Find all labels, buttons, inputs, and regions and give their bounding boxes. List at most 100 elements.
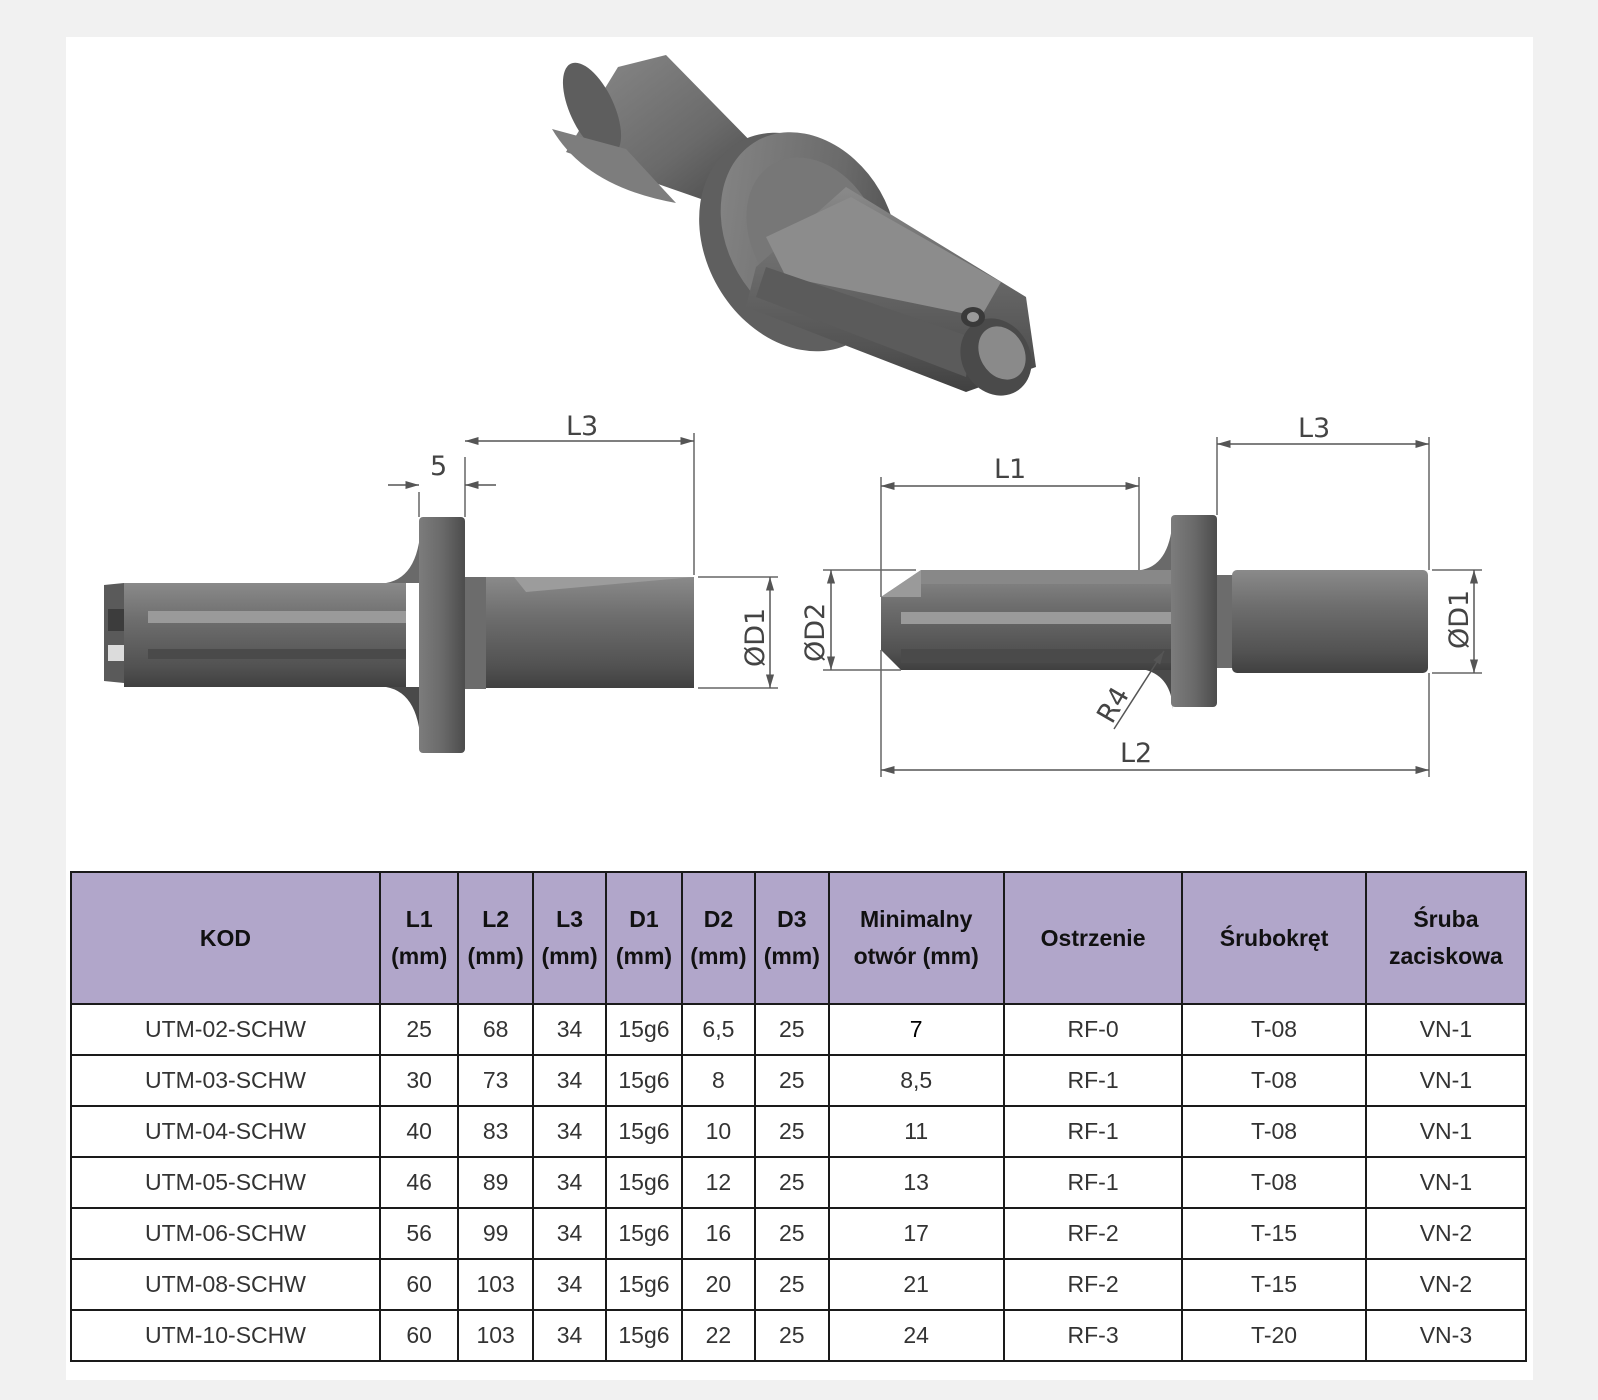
drawings-svg: L3 5 ØD1 [104, 55, 1482, 777]
cell-clamp-screw: VN-3 [1364, 1309, 1528, 1362]
cell-clamp-screw: VN-1 [1364, 1105, 1528, 1158]
dim-l3-right: L3 [1298, 413, 1330, 444]
cell-min-hole: 13 [827, 1156, 1005, 1209]
header-d3: D3(mm) [754, 871, 830, 1005]
cell-l1: 60 [378, 1309, 460, 1362]
cell-d1: 15g6 [605, 1003, 683, 1056]
cell-l2: 99 [457, 1207, 534, 1260]
cell-min-hole: 11 [827, 1105, 1005, 1158]
cell-l1: 56 [378, 1207, 460, 1260]
cell-l2: 103 [457, 1258, 534, 1311]
cell-kod: UTM-05-SCHW [70, 1156, 381, 1209]
cell-l1: 40 [378, 1105, 460, 1158]
cell-d3: 25 [754, 1309, 830, 1362]
spec-sheet: L3 5 ØD1 [66, 37, 1533, 1380]
dim-l1: L1 [994, 454, 1026, 485]
cell-l1: 60 [378, 1258, 460, 1311]
cell-screwdriver: T-20 [1181, 1309, 1367, 1362]
cell-l3: 34 [531, 1105, 608, 1158]
cell-l3: 34 [531, 1207, 608, 1260]
cell-d1: 15g6 [605, 1054, 683, 1107]
cell-d3: 25 [754, 1105, 830, 1158]
cell-l2: 89 [457, 1156, 534, 1209]
header-l1: L1(mm) [378, 871, 460, 1005]
isometric-view [552, 55, 1036, 396]
cell-d1: 15g6 [605, 1105, 683, 1158]
cell-l1: 46 [378, 1156, 460, 1209]
side-view-left: L3 5 ØD1 [104, 411, 778, 753]
header-d1: D1(mm) [605, 871, 683, 1005]
spec-table: KOD L1(mm) L2(mm) L3(mm) D1(mm) D2(mm) D… [70, 871, 1528, 1362]
cell-d3: 25 [754, 1156, 830, 1209]
cell-d2: 10 [680, 1105, 757, 1158]
cell-screwdriver: T-15 [1181, 1258, 1367, 1311]
cell-d1: 15g6 [605, 1156, 683, 1209]
cell-kod: UTM-02-SCHW [70, 1003, 381, 1056]
cell-sharpening: RF-0 [1002, 1003, 1184, 1056]
cell-kod: UTM-10-SCHW [70, 1309, 381, 1362]
cell-kod: UTM-03-SCHW [70, 1054, 381, 1107]
cell-d2: 8 [680, 1054, 757, 1107]
cell-sharpening: RF-2 [1002, 1207, 1184, 1260]
dim-d2: ØD2 [800, 603, 831, 662]
cell-l3: 34 [531, 1309, 608, 1362]
cell-d1: 15g6 [605, 1258, 683, 1311]
cell-d2: 16 [680, 1207, 757, 1260]
cell-clamp-screw: VN-1 [1364, 1003, 1528, 1056]
cell-l3: 34 [531, 1156, 608, 1209]
cell-screwdriver: T-08 [1181, 1003, 1367, 1056]
header-sharpening: Ostrzenie [1002, 871, 1184, 1005]
cell-d3: 25 [754, 1207, 830, 1260]
header-screwdriver: Śrubokręt [1181, 871, 1367, 1005]
dim-5: 5 [430, 451, 447, 482]
dim-d1-right: ØD1 [1444, 590, 1475, 649]
header-kod: KOD [70, 871, 381, 1005]
cell-d3: 25 [754, 1003, 830, 1056]
cell-d1: 15g6 [605, 1309, 683, 1362]
side-view-right: L1 L3 L2 ØD2 ØD1 R4 [800, 413, 1482, 777]
header-l3: L3(mm) [531, 871, 608, 1005]
cell-sharpening: RF-1 [1002, 1105, 1184, 1158]
cell-d1: 15g6 [605, 1207, 683, 1260]
header-l2: L2(mm) [457, 871, 534, 1005]
cell-l3: 34 [531, 1054, 608, 1107]
cell-min-hole: 8,5 [827, 1054, 1005, 1107]
cell-kod: UTM-08-SCHW [70, 1258, 381, 1311]
cell-l2: 68 [457, 1003, 534, 1056]
cell-screwdriver: T-08 [1181, 1054, 1367, 1107]
cell-screwdriver: T-08 [1181, 1105, 1367, 1158]
cell-clamp-screw: VN-1 [1364, 1156, 1528, 1209]
cell-l2: 83 [457, 1105, 534, 1158]
cell-min-hole: 24 [827, 1309, 1005, 1362]
cell-sharpening: RF-1 [1002, 1156, 1184, 1209]
cell-kod: UTM-06-SCHW [70, 1207, 381, 1260]
dim-r4: R4 [1091, 682, 1136, 729]
cell-clamp-screw: VN-2 [1364, 1207, 1528, 1260]
cell-clamp-screw: VN-1 [1364, 1054, 1528, 1107]
cell-sharpening: RF-3 [1002, 1309, 1184, 1362]
cell-sharpening: RF-2 [1002, 1258, 1184, 1311]
cell-screwdriver: T-08 [1181, 1156, 1367, 1209]
dim-l3-left: L3 [566, 411, 598, 442]
cell-l3: 34 [531, 1003, 608, 1056]
header-d2: D2(mm) [680, 871, 757, 1005]
cell-d2: 12 [680, 1156, 757, 1209]
cell-l1: 25 [378, 1003, 460, 1056]
cell-clamp-screw: VN-2 [1364, 1258, 1528, 1311]
cell-d2: 22 [680, 1309, 757, 1362]
cell-sharpening: RF-1 [1002, 1054, 1184, 1107]
cell-min-hole: 21 [827, 1258, 1005, 1311]
cell-min-hole: 17 [827, 1207, 1005, 1260]
cell-min-hole: 7 [827, 1003, 1005, 1056]
cell-d2: 6,5 [680, 1003, 757, 1056]
technical-drawings: L3 5 ØD1 [66, 37, 1533, 867]
cell-screwdriver: T-15 [1181, 1207, 1367, 1260]
table-header-row: KOD L1(mm) L2(mm) L3(mm) D1(mm) D2(mm) D… [70, 871, 1528, 1005]
